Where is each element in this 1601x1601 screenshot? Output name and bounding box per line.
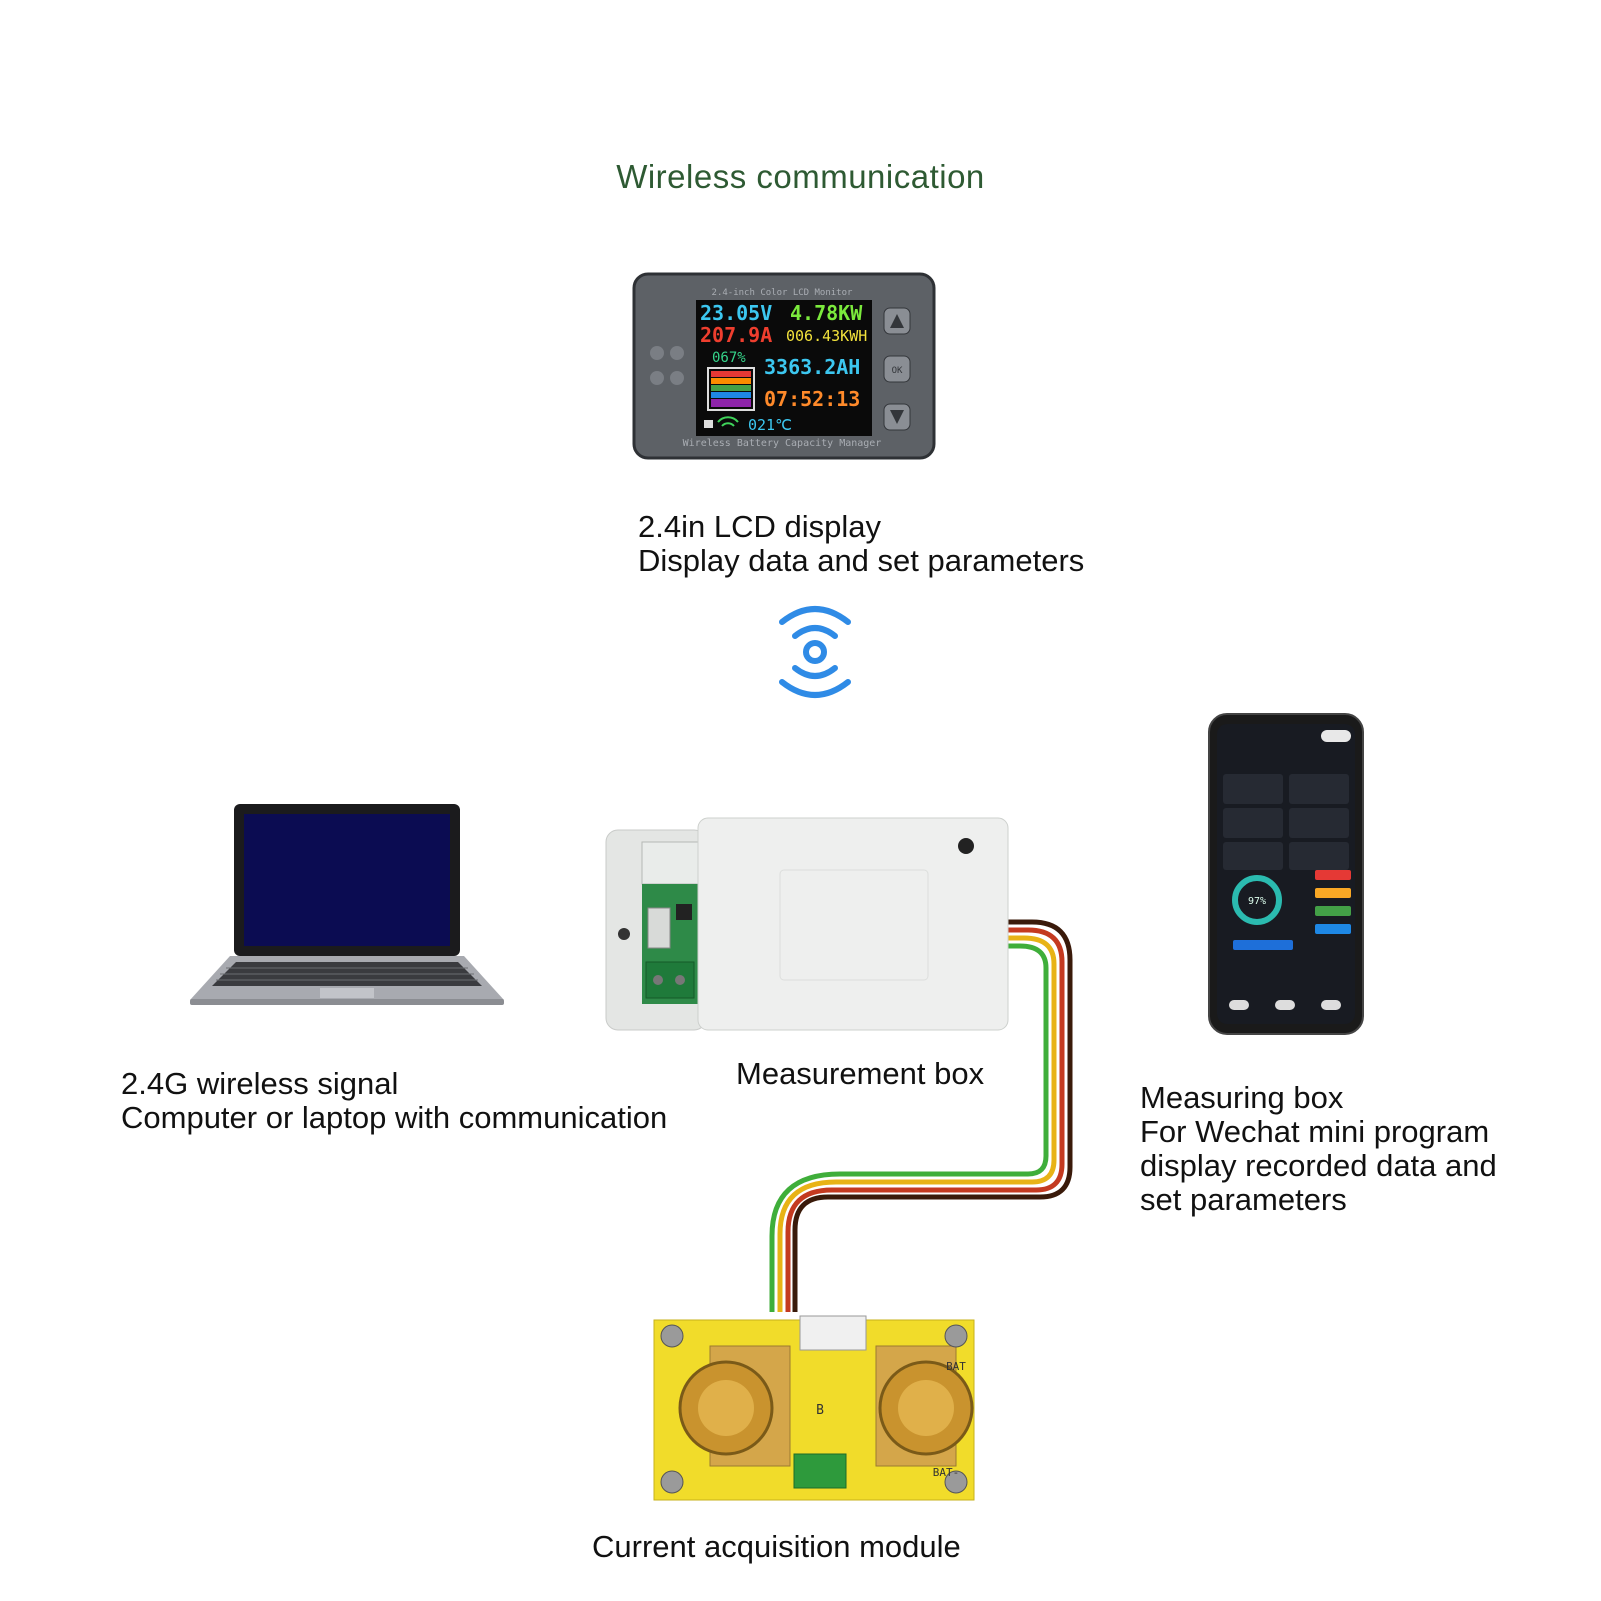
lcd-power: 4.78KW xyxy=(790,301,863,325)
diagram-heading: Wireless communication xyxy=(0,158,1601,196)
terminal-block xyxy=(794,1454,846,1488)
current-acquisition-module-device: B BAT BAT- xyxy=(650,1306,980,1506)
lcd-current: 207.9A xyxy=(700,323,772,347)
laptop-icon xyxy=(186,800,508,1010)
lcd-caption: 2.4in LCD display Display data and set p… xyxy=(638,510,1084,578)
battery-icon xyxy=(708,368,754,410)
phone-gauge-text: 97% xyxy=(1248,896,1266,907)
screw-icon xyxy=(661,1471,683,1493)
lcd-capacity: 3363.2AH xyxy=(764,355,860,379)
lcd-up-button[interactable] xyxy=(884,308,910,334)
screw-icon xyxy=(945,1325,967,1347)
lcd-temp: 021℃ xyxy=(748,416,792,434)
module-label-b: B xyxy=(816,1403,824,1418)
module-label-bat-top: BAT xyxy=(946,1360,966,1373)
lcd-down-button[interactable] xyxy=(884,404,910,430)
lcd-bottom-text: Wireless Battery Capacity Manager xyxy=(683,438,882,449)
lock-icon xyxy=(704,420,713,428)
phone-caption: Measuring box For Wechat mini program di… xyxy=(1140,1081,1497,1217)
module-label-bat-bottom: BAT- xyxy=(933,1466,960,1479)
svg-text:OK: OK xyxy=(892,366,903,376)
lcd-top-text: 2.4-inch Color LCD Monitor xyxy=(712,288,853,298)
lcd-percent: 067% xyxy=(712,350,746,366)
laptop-caption: 2.4G wireless signal Computer or laptop … xyxy=(121,1067,667,1135)
phone-device: 97% xyxy=(1207,712,1365,1036)
module-caption: Current acquisition module xyxy=(592,1530,961,1564)
cable-connector xyxy=(800,1316,866,1350)
measurement-box-caption: Measurement box xyxy=(736,1057,984,1091)
lcd-time: 07:52:13 xyxy=(764,387,860,411)
screw-icon xyxy=(661,1325,683,1347)
laptop-screen xyxy=(244,814,450,946)
lcd-display-device: 2.4-inch Color LCD Monitor Wireless Batt… xyxy=(630,270,940,462)
wireless-signal-icon xyxy=(770,598,860,710)
lcd-energy: 006.43KWH xyxy=(786,327,867,345)
lcd-ok-button[interactable]: OK xyxy=(884,356,910,382)
lcd-voltage: 23.05V xyxy=(700,301,772,325)
